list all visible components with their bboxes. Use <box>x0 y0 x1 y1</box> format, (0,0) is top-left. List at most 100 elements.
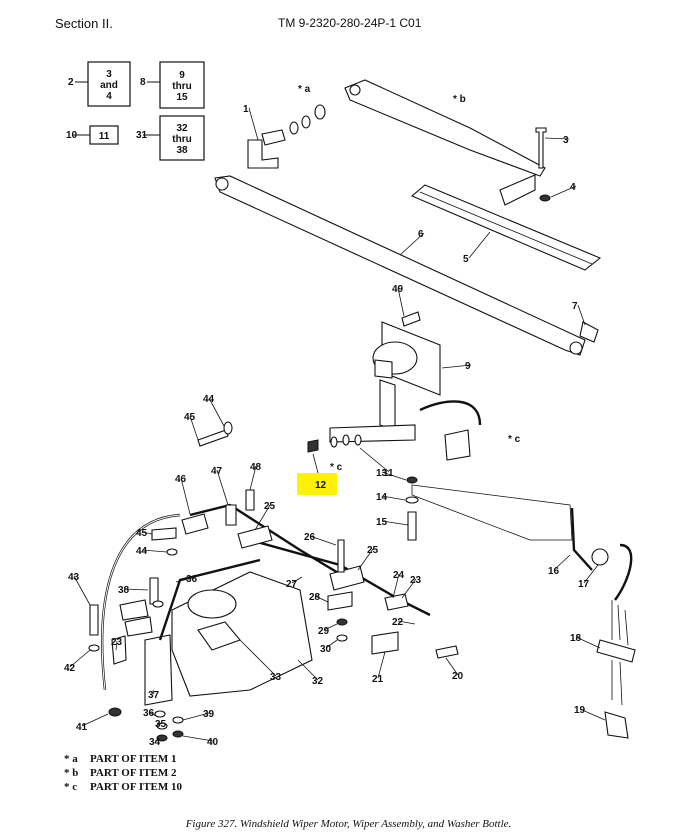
nut-41 <box>108 707 122 717</box>
figure-caption: Figure 327. Windshield Wiper Motor, Wipe… <box>185 818 512 830</box>
washer-14 <box>405 496 419 504</box>
ref-box-item: 8 <box>140 77 146 88</box>
callout-23: 23 <box>410 575 422 586</box>
leader-line <box>152 689 155 695</box>
callout-37: 37 <box>148 690 160 701</box>
washer-44-upper <box>223 421 233 435</box>
washer-30 <box>336 634 348 642</box>
group-mark-c: * c <box>508 434 521 445</box>
pivot-shaft <box>261 129 286 146</box>
washer-36 <box>152 600 164 608</box>
washer-c1 <box>330 436 338 448</box>
motor-stand <box>379 379 396 431</box>
bolt-43 <box>89 604 99 636</box>
nut-a <box>314 104 326 120</box>
nut-29 <box>336 618 348 626</box>
washer-42 <box>88 644 100 652</box>
leader-line <box>553 554 571 571</box>
fitting-47 <box>225 504 237 526</box>
leader-line <box>254 504 271 531</box>
ref-box-line: 4 <box>106 91 112 102</box>
bolt-15 <box>407 511 417 541</box>
callout-33: 33 <box>270 672 282 683</box>
leader-line <box>208 397 225 427</box>
callout-36: 36 <box>186 574 198 585</box>
callout-6: 6 <box>418 229 424 240</box>
callout-25: 25 <box>367 545 379 556</box>
callout-17: 17 <box>578 579 590 590</box>
nut-40 <box>172 730 184 738</box>
motor-mount-bracket <box>329 424 416 443</box>
leader-line <box>148 711 157 717</box>
callout-22: 22 <box>392 617 404 628</box>
leader-line <box>392 573 400 599</box>
callout-42: 42 <box>64 663 76 674</box>
nozzle-17 <box>591 548 609 566</box>
callout-44: 44 <box>136 546 148 557</box>
callout-13: 13 <box>376 468 388 479</box>
callout-18: 18 <box>570 633 582 644</box>
legend-text: PART OF ITEM 1 <box>90 753 177 765</box>
callout-45: 45 <box>136 528 148 539</box>
leader-line <box>248 107 259 141</box>
callout-48: 48 <box>250 462 262 473</box>
callout-16: 16 <box>548 566 560 577</box>
callout-24: 24 <box>393 570 405 581</box>
callout-28: 28 <box>309 592 321 603</box>
mount-bracket <box>247 139 279 169</box>
legend-text: PART OF ITEM 2 <box>90 767 177 779</box>
leader-line <box>397 287 405 317</box>
legend-text: PART OF ITEM 10 <box>90 781 182 793</box>
callout-40: 40 <box>207 737 219 748</box>
leader-line <box>381 471 407 481</box>
bolt-45-upper <box>197 429 229 447</box>
linkage-left-end <box>215 177 229 191</box>
leader-line <box>309 535 337 546</box>
washer-c2 <box>342 434 350 446</box>
washer-44-lower <box>166 548 178 556</box>
group-mark-c: * c <box>330 462 343 473</box>
washer-bottle <box>171 571 313 697</box>
callout-numbers: 1345679111213141516171819202122232425262… <box>64 84 590 748</box>
group-mark-b: * b <box>453 94 466 105</box>
leader-line <box>399 232 425 256</box>
callout-35: 35 <box>155 719 167 730</box>
bolt-26 <box>337 539 345 573</box>
leader-line <box>583 564 599 584</box>
leader-line <box>323 623 338 631</box>
callout-15: 15 <box>376 517 388 528</box>
leader-line <box>141 549 168 553</box>
tee-fitting-25a <box>237 525 273 549</box>
bolt-45-lower <box>151 527 177 541</box>
group-mark-a: * a <box>298 84 311 95</box>
parts-drawing <box>88 79 636 742</box>
callout-43: 43 <box>68 572 80 583</box>
ref-box-line: 32 <box>176 123 188 134</box>
leader-line <box>468 231 491 259</box>
callout-36: 36 <box>143 708 155 719</box>
leader-line <box>401 578 417 599</box>
leader-line <box>154 739 161 742</box>
leader-line <box>544 137 570 140</box>
ref-box-line: 9 <box>179 70 185 81</box>
callout-47: 47 <box>211 466 223 477</box>
callout-34: 34 <box>149 737 161 748</box>
ref-box-line: 11 <box>99 131 110 142</box>
washer-a2 <box>301 115 311 129</box>
callout-9: 9 <box>465 361 471 372</box>
fitting-23a <box>384 593 409 611</box>
clip-7 <box>579 321 599 343</box>
screw-12 <box>307 439 319 453</box>
nut-13 <box>406 476 418 484</box>
ref-box-item: 10 <box>66 130 78 141</box>
ref-box-line: 38 <box>176 145 188 156</box>
callout-44: 44 <box>203 394 215 405</box>
washer-a1 <box>289 121 299 135</box>
callout-26: 26 <box>304 532 316 543</box>
leader-line <box>182 735 214 742</box>
